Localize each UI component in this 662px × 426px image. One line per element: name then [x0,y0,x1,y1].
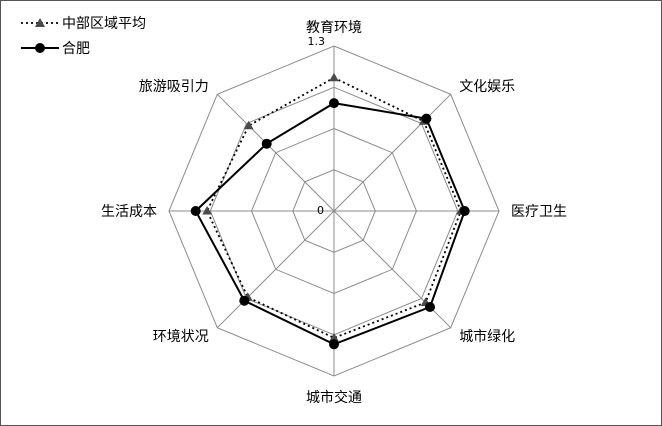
series-2-point-2 [421,113,432,124]
series-1-point-8 [243,120,254,130]
series-layer [190,72,470,350]
axis-label-3: 医疗卫生 [511,204,567,220]
series-2 [190,98,470,350]
series-2-point-5 [329,339,339,350]
series-1-point-1 [329,72,339,82]
series-line-2 [194,102,466,346]
axis-label-1: 教育环境 [306,20,362,36]
legend-item-average: 中部区域平均 [21,16,146,32]
spoke-6 [216,210,335,329]
axis-label-5: 城市交通 [306,389,362,406]
spoke-2 [333,93,452,212]
spoke-8 [216,93,335,212]
series-2-point-4 [425,302,435,312]
tick-label-layer: 1.3 0 [308,35,326,217]
axis-label-7: 生活成本 [101,204,157,220]
axis-label-4: 城市绿化 [459,328,515,345]
series-2-point-3 [459,206,470,216]
series-line-1 [206,76,462,339]
series-2-point-8 [261,138,272,149]
legend-marker-circle-icon [35,43,45,53]
legend-marker-triangle-icon [35,18,45,27]
series-2-point-6 [239,295,250,306]
series-1-point-5 [329,332,339,342]
legend-label-average: 中部区域平均 [62,16,146,32]
spoke-layer [169,46,499,376]
tick-label-min: 0 [317,204,324,217]
series-1-point-7 [202,206,212,215]
legend: 中部区域平均 合肥 [21,16,146,57]
legend-item-hefei: 合肥 [21,41,90,57]
tick-label-max: 1.3 [308,35,326,48]
axis-label-6: 环境状况 [153,329,209,345]
legend-label-hefei: 合肥 [62,41,90,57]
series-2-point-7 [190,206,201,216]
axis-label-2: 文化娱乐 [459,79,515,95]
series-2-point-1 [329,98,339,109]
axis-label-8: 旅游吸引力 [139,79,209,95]
